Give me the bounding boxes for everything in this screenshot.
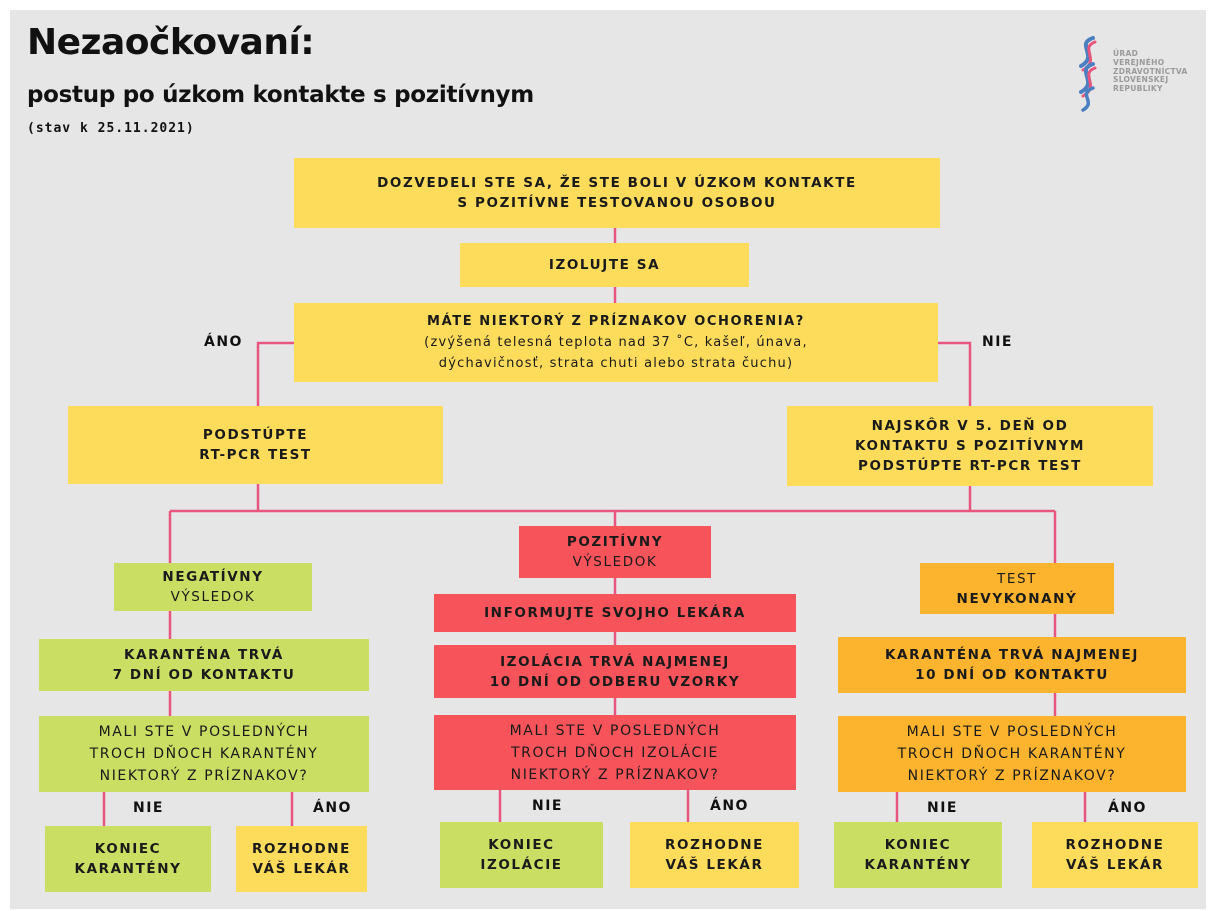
box-line: KARANTÉNA TRVÁ NAJMENEJ [885, 647, 1139, 663]
box-line: 10 DNÍ OD KONTAKTU [915, 667, 1109, 683]
box-line: MALI STE V POSLEDNÝCH [906, 724, 1118, 740]
box-line: VÁŠ LEKÁR [665, 857, 764, 873]
box-line: NIEKTORÝ Z PRÍZNAKOV? [99, 768, 309, 784]
box-line: KONIEC [94, 841, 162, 857]
box-line: IZOLUJTE SA [548, 257, 661, 273]
logo-line: SLOVENSKEJ [1113, 75, 1169, 85]
box-line: 7 DNÍ OD KONTAKTU [112, 667, 296, 683]
positive-result-box: POZITÍVNY VÝSLEDOK [519, 526, 711, 578]
test-day5-box: NAJSKÔR V 5. DEŇ OD KONTAKTU S POZITÍVNY… [787, 406, 1153, 486]
symptoms-question-box: MÁTE NIEKTORÝ Z PRÍZNAKOV OCHORENIA? (zv… [294, 303, 938, 382]
box-line: IZOLÁCIA TRVÁ NAJMENEJ [500, 653, 730, 670]
box-line: TROCH DŇOCH KARANTÉNY [89, 746, 319, 762]
page-title: Nezaočkovaní: [27, 22, 315, 63]
logo-line: REPUBLIKY [1113, 84, 1163, 94]
positive-yes-label: ÁNO [710, 798, 749, 814]
negative-quarantine-box: KARANTÉNA TRVÁ 7 DNÍ OD KONTAKTU [39, 639, 369, 691]
box-line: NEGATÍVNY [162, 569, 264, 585]
not-done-end-box: KONIEC KARANTÉNY [834, 822, 1002, 888]
logo-line: VEREJNÉHO [1113, 57, 1165, 67]
not-done-result-box: TEST NEVYKONANÝ [920, 563, 1114, 614]
negative-result-box: NEGATÍVNY VÝSLEDOK [114, 563, 312, 611]
box-line: PODSTÚPTE [202, 427, 309, 443]
positive-isolation-box: IZOLÁCIA TRVÁ NAJMENEJ 10 DNÍ OD ODBERU … [434, 645, 796, 698]
box-line: PODSTÚPTE RT-PCR TEST [858, 458, 1082, 474]
box-line: KONIEC [884, 837, 952, 853]
box-line: KONIEC [488, 837, 555, 853]
negative-no-label: NIE [133, 800, 164, 816]
not-done-quarantine-box: KARANTÉNA TRVÁ NAJMENEJ 10 DNÍ OD KONTAK… [838, 637, 1186, 693]
box-line: S POZITÍVNE TESTOVANOU OSOBOU [457, 195, 777, 211]
box-line: VÁŠ LEKÁR [252, 861, 351, 877]
box-line: NEVYKONANÝ [956, 590, 1078, 607]
positive-question-box: MALI STE V POSLEDNÝCH TROCH DŇOCH IZOLÁC… [434, 715, 796, 790]
box-line: VÝSLEDOK [572, 554, 658, 570]
logo-line: ÚRAD [1113, 49, 1139, 58]
positive-inform-box: INFORMUJTE SVOJHO LEKÁRA [434, 594, 796, 632]
box-line: RT-PCR TEST [199, 447, 312, 463]
negative-end-box: KONIEC KARANTÉNY [45, 826, 211, 892]
box-line: MALI STE V POSLEDNÝCH [509, 722, 721, 739]
negative-yes-label: ÁNO [313, 800, 352, 816]
connector-line [256, 341, 294, 406]
not-done-no-label: NIE [927, 800, 958, 816]
box-line: dýchavičnosť, strata chuti alebo strata … [438, 356, 794, 371]
connector-line [938, 341, 972, 406]
box-line: KARANTÉNY [864, 857, 972, 873]
box-line: IZOLÁCIE [480, 857, 563, 873]
box-line: KONTAKTU S POZITÍVNYM [855, 438, 1085, 454]
box-line: MALI STE V POSLEDNÝCH [98, 724, 310, 740]
page-subtitle: postup po úzkom kontakte s pozitívnym [27, 82, 534, 108]
positive-no-label: NIE [532, 798, 563, 814]
date-note: (stav k 25.11.2021) [27, 121, 195, 136]
negative-question-box: MALI STE V POSLEDNÝCH TROCH DŇOCH KARANT… [39, 716, 369, 792]
box-line: TEST [997, 570, 1037, 587]
box-line: 10 DNÍ OD ODBERU VZORKY [489, 673, 741, 690]
box-line: NAJSKÔR V 5. DEŇ OD [871, 418, 1069, 434]
box-line: MÁTE NIEKTORÝ Z PRÍZNAKOV OCHORENIA? [427, 314, 805, 329]
box-line: VÁŠ LEKÁR [1066, 857, 1164, 873]
box-line: TROCH DŇOCH IZOLÁCIE [510, 744, 720, 761]
negative-doctor-box: ROZHODNE VÁŠ LEKÁR [236, 826, 367, 892]
logo-line: ZDRAVOTNÍCTVA [1113, 66, 1188, 76]
box-line: TROCH DŇOCH KARANTÉNY [897, 746, 1127, 762]
box-line: ROZHODNE [665, 837, 764, 853]
ribbon-logo-icon [1079, 36, 1097, 112]
not-done-yes-label: ÁNO [1108, 800, 1147, 816]
box-line: ROZHODNE [1065, 837, 1165, 853]
isolate-box: IZOLUJTE SA [460, 243, 749, 287]
not-done-doctor-box: ROZHODNE VÁŠ LEKÁR [1032, 822, 1198, 888]
box-line: KARANTÉNA TRVÁ [124, 647, 284, 663]
box-line: ROZHODNE [252, 841, 351, 857]
box-line: INFORMUJTE SVOJHO LEKÁRA [484, 605, 746, 621]
no-label: NIE [982, 334, 1013, 350]
box-line: POZITÍVNY [566, 534, 664, 550]
test-now-box: PODSTÚPTE RT-PCR TEST [68, 406, 443, 484]
yes-label: ÁNO [204, 334, 243, 350]
positive-end-box: KONIEC IZOLÁCIE [440, 822, 603, 888]
box-line: KARANTÉNY [74, 861, 182, 877]
box-line: VÝSLEDOK [170, 589, 256, 605]
contact-box: DOZVEDELI STE SA, ŽE STE BOLI V ÚZKOM KO… [294, 158, 940, 228]
institution-name: ÚRAD VEREJNÉHO ZDRAVOTNÍCTVA SLOVENSKEJ … [1113, 49, 1188, 94]
box-line: NIEKTORÝ Z PRÍZNAKOV? [907, 768, 1117, 784]
box-line: NIEKTORÝ Z PRÍZNAKOV? [510, 766, 720, 783]
positive-doctor-box: ROZHODNE VÁŠ LEKÁR [630, 822, 799, 888]
box-line: (zvýšená telesná teplota nad 37 ˚C, kaše… [424, 335, 808, 350]
box-line: DOZVEDELI STE SA, ŽE STE BOLI V ÚZKOM KO… [377, 175, 857, 191]
not-done-question-box: MALI STE V POSLEDNÝCH TROCH DŇOCH KARANT… [838, 716, 1186, 792]
